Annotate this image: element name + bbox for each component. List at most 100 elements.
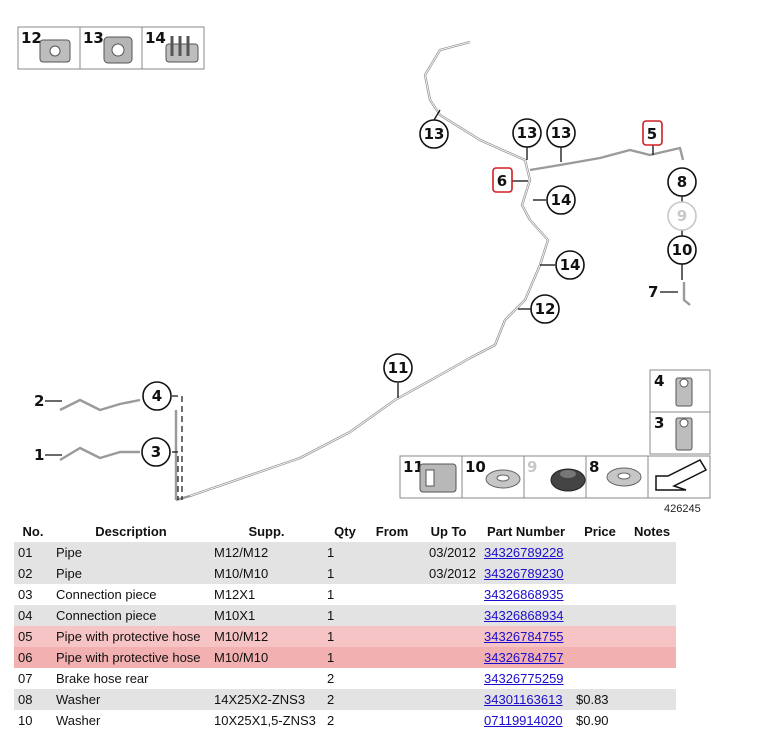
- cell-qty: 1: [323, 647, 367, 668]
- cell-description: Connection piece: [52, 605, 210, 626]
- legend-top: 12 13 14: [17, 26, 205, 70]
- holder-icon: [103, 36, 133, 64]
- cell-upto: [417, 647, 480, 668]
- cell-price: [572, 668, 628, 689]
- svg-text:10: 10: [672, 241, 693, 259]
- svg-text:13: 13: [551, 124, 572, 142]
- cell-description: Pipe: [52, 542, 210, 563]
- cell-no: 07: [14, 668, 52, 689]
- cell-from: [367, 584, 417, 605]
- parts-table: No. Description Supp. Qty From Up To Par…: [14, 520, 676, 731]
- washer-icon: [485, 469, 521, 489]
- part-number-link[interactable]: 34326868934: [484, 608, 564, 623]
- callout-7: 7: [648, 283, 658, 301]
- grommet-icon: [550, 468, 586, 492]
- cell-no: 10: [14, 710, 52, 731]
- pipe-clip-icon: [165, 36, 199, 63]
- brake-pipes: [59, 40, 691, 502]
- callout-3: 3: [141, 437, 171, 467]
- cell-upto: 03/2012: [417, 542, 480, 563]
- cell-qty: 2: [323, 710, 367, 731]
- part-number-link[interactable]: 34301163613: [484, 692, 563, 707]
- legend-right: 4 3: [649, 369, 711, 455]
- legend-num: 14: [145, 29, 166, 47]
- cell-no: 05: [14, 626, 52, 647]
- cell-notes: [628, 668, 676, 689]
- cell-part-number: 34326775259: [480, 668, 572, 689]
- svg-text:5: 5: [647, 125, 657, 143]
- legend-num: 11: [403, 458, 424, 476]
- col-from: From: [367, 520, 417, 542]
- cell-notes: [628, 542, 676, 563]
- cell-qty: 2: [323, 668, 367, 689]
- cell-from: [367, 626, 417, 647]
- callout-12: 12: [530, 294, 560, 324]
- col-price: Price: [572, 520, 628, 542]
- cell-description: Pipe with protective hose: [52, 626, 210, 647]
- cell-price: [572, 584, 628, 605]
- cell-notes: [628, 626, 676, 647]
- cell-supp: M12/M12: [210, 542, 323, 563]
- cell-from: [367, 563, 417, 584]
- part-number-link[interactable]: 34326789230: [484, 566, 564, 581]
- svg-text:6: 6: [497, 172, 507, 190]
- legend-num: 13: [83, 29, 104, 47]
- table-row: 03 Connection piece M12X1 1 34326868935: [14, 584, 676, 605]
- cell-part-number: 07119914020: [480, 710, 572, 731]
- part-number-link[interactable]: 34326868935: [484, 587, 564, 602]
- part-number-link[interactable]: 07119914020: [484, 713, 563, 728]
- col-supp: Supp.: [210, 520, 323, 542]
- callout-2: 2: [34, 392, 44, 410]
- callout-10: 10: [667, 235, 697, 265]
- cell-upto: [417, 668, 480, 689]
- table-row-highlighted: 05 Pipe with protective hose M10/M12 1 3…: [14, 626, 676, 647]
- cell-supp: 10X25X1,5-ZNS3: [210, 710, 323, 731]
- cell-from: [367, 710, 417, 731]
- parts-diagram: 12 13 14: [17, 26, 711, 515]
- cell-description: Connection piece: [52, 584, 210, 605]
- cell-supp: M12X1: [210, 584, 323, 605]
- cell-from: [367, 647, 417, 668]
- cell-supp: M10/M12: [210, 626, 323, 647]
- legend-bottom: 11 10 9 8: [399, 455, 711, 499]
- col-upto: Up To: [417, 520, 480, 542]
- cell-from: [367, 542, 417, 563]
- callout-11: 11: [383, 353, 413, 383]
- arrow-icon: [655, 459, 708, 491]
- cell-from: [367, 668, 417, 689]
- table-header-row: No. Description Supp. Qty From Up To Par…: [14, 520, 676, 542]
- cell-supp: M10/M10: [210, 563, 323, 584]
- cell-qty: 1: [323, 563, 367, 584]
- part-number-link[interactable]: 34326789228: [484, 545, 564, 560]
- cell-no: 04: [14, 605, 52, 626]
- cell-supp: M10X1: [210, 605, 323, 626]
- part-number-link[interactable]: 34326784755: [484, 629, 564, 644]
- part-number-link[interactable]: 34326775259: [484, 671, 564, 686]
- callout-1: 1: [34, 446, 44, 464]
- table-row: 08 Washer 14X25X2-ZNS3 2 34301163613 $0.…: [14, 689, 676, 710]
- part-number-link[interactable]: 34326784757: [484, 650, 564, 665]
- svg-text:11: 11: [388, 359, 409, 377]
- callout-5: 5: [642, 120, 663, 146]
- cell-upto: [417, 605, 480, 626]
- legend-num: 4: [654, 372, 664, 390]
- cell-part-number: 34301163613: [480, 689, 572, 710]
- legend-num: 10: [465, 458, 486, 476]
- cell-part-number: 34326789228: [480, 542, 572, 563]
- legend-num: 12: [21, 29, 42, 47]
- callout-13: 13: [546, 118, 576, 148]
- callout-14: 14: [555, 250, 585, 280]
- cell-price: $0.83: [572, 689, 628, 710]
- diagram-reference-number: 426245: [664, 503, 701, 515]
- table-row: 01 Pipe M12/M12 1 03/2012 34326789228: [14, 542, 676, 563]
- col-qty: Qty: [323, 520, 367, 542]
- col-no: No.: [14, 520, 52, 542]
- svg-text:14: 14: [551, 191, 572, 209]
- svg-text:9: 9: [677, 207, 687, 225]
- table-row: 10 Washer 10X25X1,5-ZNS3 2 07119914020 $…: [14, 710, 676, 731]
- cell-part-number: 34326868934: [480, 605, 572, 626]
- cell-part-number: 34326868935: [480, 584, 572, 605]
- legend-num: 9: [527, 458, 537, 476]
- cell-description: Washer: [52, 710, 210, 731]
- clip-icon: [39, 39, 71, 63]
